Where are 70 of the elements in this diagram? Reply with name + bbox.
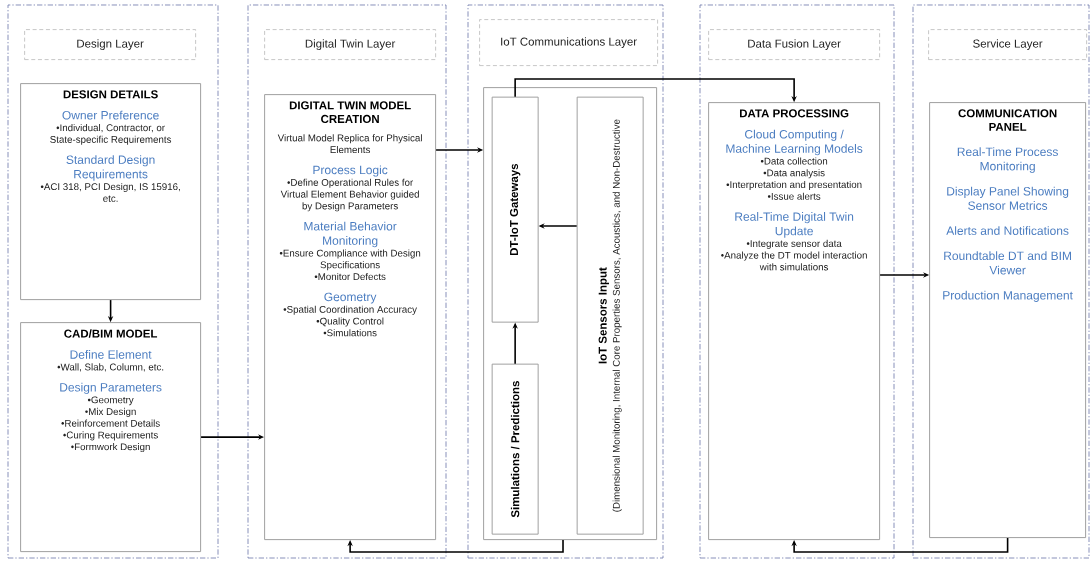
- box-heading: IoT Sensors Input: [598, 267, 609, 364]
- sub-heading: Display Panel Showing Sensor Metrics: [947, 186, 1069, 210]
- layer-band: [912, 4, 1090, 559]
- bullet-text: •Quality Control: [316, 317, 384, 327]
- process-box: [264, 94, 437, 541]
- sub-heading: Real-Time Process Monitoring: [957, 147, 1058, 173]
- sub-heading: Process Logic: [313, 165, 388, 177]
- sub-heading: Material Behavior Monitoring: [304, 221, 397, 248]
- sub-heading: Production Management: [943, 290, 1073, 302]
- layer-band: [699, 4, 895, 559]
- bullet-text: •Integrate sensor data: [746, 239, 842, 249]
- sub-heading: Design Parameters: [60, 382, 162, 394]
- bullet-text: •Ensure Compliance with Design Specifications: [279, 249, 421, 271]
- arrow: [347, 539, 564, 553]
- sub-heading: Roundtable DT and BIM Viewer: [944, 251, 1071, 275]
- box-heading: DATA PROCESSING: [740, 109, 849, 118]
- process-box: [576, 96, 644, 535]
- process-box: [20, 322, 202, 553]
- layer-title-box: [708, 29, 880, 60]
- bullet-text: •Define Operational Rules for Virtual Element Behavior guided by Design Parameters: [280, 178, 419, 212]
- layer-title-box: [24, 29, 196, 60]
- bullet-text: •Curing Requirements: [63, 431, 158, 441]
- bullet-text: •Geometry: [87, 396, 134, 406]
- layer-band: [467, 4, 664, 559]
- sub-heading: Define Element: [70, 349, 152, 359]
- bullet-text: (Dimensional Monitoring, Internal Core Properties Sensors, Acoustics, and Non-Destructive: [612, 119, 622, 512]
- layer-title: Digital Twin Layer: [305, 39, 396, 50]
- sub-heading: Geometry: [324, 292, 377, 304]
- sub-heading: Owner Preference: [62, 110, 159, 120]
- box-heading: DIGITAL TWIN MODEL CREATION: [289, 101, 411, 123]
- sub-heading: Cloud Computing / Machine Learning Models: [726, 129, 863, 156]
- bullet-text: •Mix Design: [85, 407, 136, 417]
- bullet-text: •Data analysis: [763, 169, 825, 179]
- bullet-text: •Spatial Coordination Accuracy: [283, 305, 417, 315]
- layer-title-box: [264, 29, 436, 60]
- bullet-text: Virtual Model Replica for Physical Elements: [277, 134, 422, 154]
- bullet-text: •Wall, Slab, Column, etc.: [57, 363, 164, 372]
- bullet-text: •Interpretation and presentation: [726, 180, 862, 190]
- bullet-text: •Reinforcement Details: [61, 419, 160, 427]
- group-box: [483, 87, 658, 541]
- process-box: [929, 102, 1087, 539]
- bullet-text: •Monitor Defects: [314, 272, 386, 281]
- bullet-text: •Individual, Contractor, or State-specific Requirements: [50, 124, 172, 145]
- bullet-text: •Issue alerts: [767, 192, 821, 200]
- layer-title-box: [479, 19, 658, 66]
- bullet-text: •Analyze the DT model interaction with simulations: [721, 251, 867, 271]
- box-heading: COMMUNICATION PANEL: [958, 109, 1057, 131]
- sub-heading: Standard Design Requirements: [66, 155, 155, 181]
- bullet-text: •Formwork Design: [71, 443, 150, 453]
- layer-band: [7, 4, 219, 559]
- sub-heading: Alerts and Notifications: [946, 226, 1069, 235]
- process-box: [20, 83, 202, 301]
- layer-title: Design Layer: [77, 39, 144, 50]
- box-heading: DESIGN DETAILS: [63, 90, 158, 99]
- sub-heading: Real-Time Digital Twin Update: [735, 212, 854, 238]
- box-heading: Simulations / Predictions: [510, 381, 520, 518]
- box-heading: CAD/BIM MODEL: [64, 329, 158, 338]
- bullet-text: •Simulations: [323, 329, 377, 337]
- layer-title: Data Fusion Layer: [748, 39, 841, 50]
- process-box: [491, 363, 539, 535]
- layer-title: Service Layer: [973, 39, 1043, 50]
- process-box: [491, 96, 539, 323]
- bullet-text: •ACI 318, PCI Design, IS 15916, etc.: [40, 182, 180, 202]
- layer-band: [247, 4, 447, 559]
- arrow: [791, 537, 1009, 553]
- process-box: [708, 102, 881, 541]
- layer-title-box: [928, 29, 1087, 60]
- layer-title: IoT Communications Layer: [501, 37, 637, 48]
- box-heading: DT-IoT Gateways: [509, 163, 521, 256]
- bullet-text: •Data collection: [760, 157, 828, 165]
